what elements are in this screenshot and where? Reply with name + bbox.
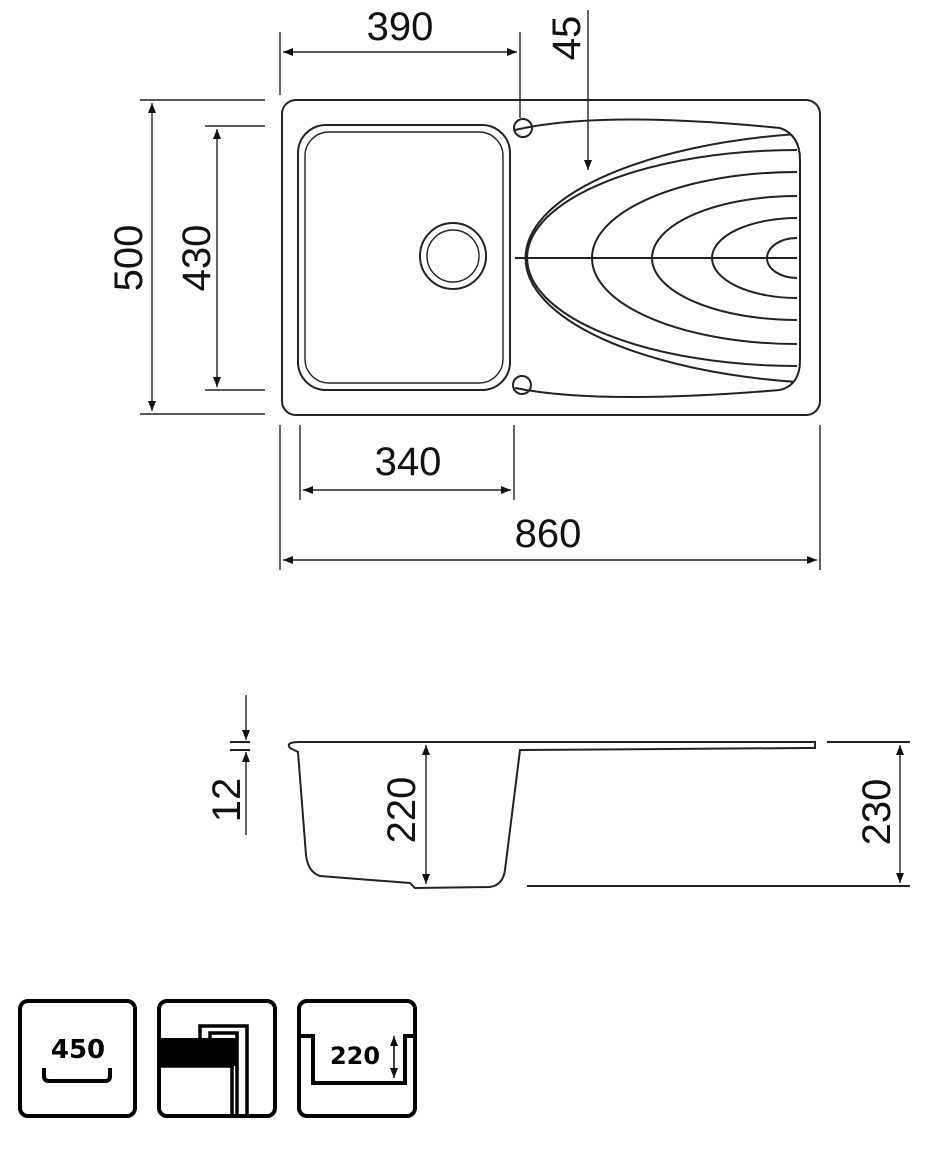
sink-profile <box>287 741 816 890</box>
dim-drain-offset: 45 <box>545 16 589 61</box>
bowl-outline <box>297 124 511 391</box>
dim-bowl-width: 340 <box>375 440 442 484</box>
side-view: 220 230 12 <box>205 695 910 890</box>
dim-overall-height: 230 <box>855 779 899 846</box>
feature-icon-bowl-depth: 220 <box>297 999 417 1118</box>
dim-bowl-height: 220 <box>380 777 424 844</box>
overflow-hole-icon <box>512 375 532 395</box>
feature-icon-inset-mount <box>157 999 277 1118</box>
cabinet-size-label: 450 <box>51 1035 105 1065</box>
sink-outline <box>281 99 821 416</box>
dim-overall-width: 860 <box>515 512 582 556</box>
feature-icon-min-cabinet-size: 450 <box>18 999 137 1118</box>
drainer-ribs <box>515 133 798 383</box>
drainer-outline <box>514 118 801 399</box>
drain-icon <box>419 222 487 290</box>
dim-rim-thickness: 12 <box>205 778 249 823</box>
dim-overall-depth: 500 <box>107 225 151 292</box>
top-view: 390 45 500 430 340 860 <box>107 5 821 570</box>
dim-bowl-offset: 390 <box>367 5 434 49</box>
tap-hole-icon <box>513 118 533 138</box>
dim-bowl-depth: 430 <box>175 225 219 292</box>
bowl-depth-label: 220 <box>330 1042 380 1070</box>
